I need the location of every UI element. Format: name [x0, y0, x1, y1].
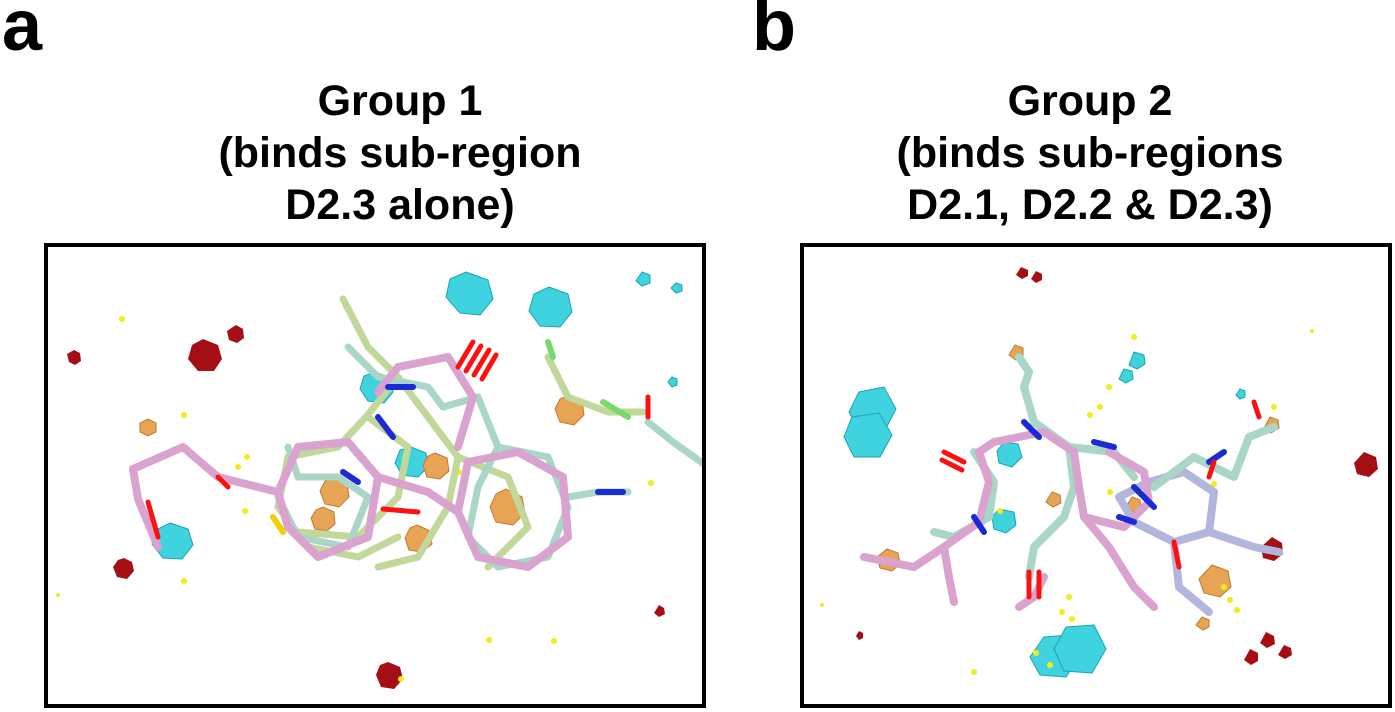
panel-b-ligand-sticks — [860, 353, 1283, 616]
panel-b-dark-red-features — [856, 267, 1378, 665]
panel-a-cyan-features — [151, 271, 683, 560]
panel-a-title-line-3: D2.3 alone) — [285, 181, 515, 229]
panel-a-yellow-points — [56, 316, 654, 682]
panel-b-molecule-view — [800, 243, 1392, 708]
panel-a-molecule-view — [44, 243, 706, 708]
panel-a-orange-features — [139, 394, 585, 553]
panel-a-title-line-2: (binds sub-region — [218, 129, 582, 177]
panel-b-title-line-1: Group 2 — [1007, 77, 1173, 125]
panel-a-title: Group 1 (binds sub-region D2.3 alone) — [190, 75, 610, 231]
panel-b-title-line-2: (binds sub-regions — [896, 129, 1284, 177]
panel-a-dark-red-features — [67, 325, 665, 689]
panel-a-letter: a — [2, 0, 43, 66]
panel-b-cyan-features — [843, 351, 1246, 678]
panel-b-ligand-overlay — [820, 267, 1378, 678]
panel-a-ligand-sticks — [129, 295, 702, 571]
panel-b-letter: b — [752, 0, 796, 66]
panel-b-title-line-3: D2.1, D2.2 & D2.3) — [907, 181, 1273, 229]
panel-a-title-line-1: Group 1 — [317, 77, 483, 125]
panel-b-title: Group 2 (binds sub-regions D2.1, D2.2 & … — [870, 75, 1310, 231]
panel-a-ligand-overlay — [56, 271, 702, 689]
